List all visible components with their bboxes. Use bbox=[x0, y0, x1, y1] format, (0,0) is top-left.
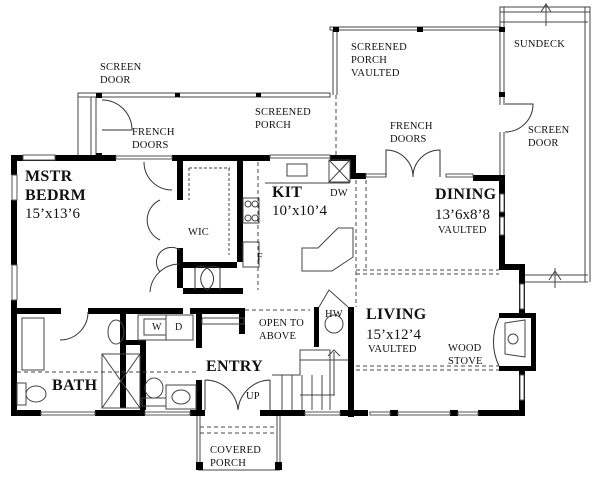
room-name-bath: BATH bbox=[52, 377, 98, 394]
porch-rail-top-left bbox=[77, 92, 331, 98]
room-name-kit: KIT bbox=[272, 184, 303, 201]
label-up: UP bbox=[246, 391, 260, 402]
room-size-mstr-bedrm: 15’x13’6 bbox=[25, 206, 80, 222]
room-name-entry: ENTRY bbox=[206, 358, 263, 375]
label-wic: WIC bbox=[188, 227, 210, 238]
label-open-to-above: OPEN TO ABOVE bbox=[259, 318, 305, 342]
label-hw: HW bbox=[325, 309, 343, 320]
room-size-kit: 10’x10’4 bbox=[272, 203, 327, 219]
room-note-living: VAULTED bbox=[368, 344, 417, 355]
label-french-doors-right: FRENCH DOORS bbox=[390, 121, 433, 145]
label-screened-porch: SCREENED PORCH bbox=[255, 107, 311, 131]
label-wood-stove: WOOD STOVE bbox=[448, 343, 483, 367]
label-screened-porch-vaulted: SCREENED PORCH VAULTED bbox=[351, 42, 407, 79]
label-washer: W bbox=[152, 322, 162, 333]
room-note-dining: VAULTED bbox=[438, 225, 487, 236]
room-size-living: 15’x12’4 bbox=[366, 327, 421, 343]
label-french-doors-left: FRENCH DOORS bbox=[132, 127, 175, 151]
label-screen-door-left: SCREEN DOOR bbox=[100, 62, 142, 86]
room-name-living: LIVING bbox=[366, 306, 427, 323]
label-covered-porch: COVERED PORCH bbox=[210, 445, 261, 469]
label-sundeck: SUNDECK bbox=[514, 39, 565, 50]
room-name-mstr-bedrm: MSTR BEDRM bbox=[25, 168, 87, 204]
label-dw: DW bbox=[330, 188, 348, 199]
label-fridge: F bbox=[257, 252, 263, 263]
room-name-dining: DINING bbox=[435, 186, 497, 203]
room-size-dining: 13’6x8’8 bbox=[435, 207, 490, 223]
label-dryer: D bbox=[175, 322, 183, 333]
label-screen-door-right: SCREEN DOOR bbox=[528, 125, 570, 149]
